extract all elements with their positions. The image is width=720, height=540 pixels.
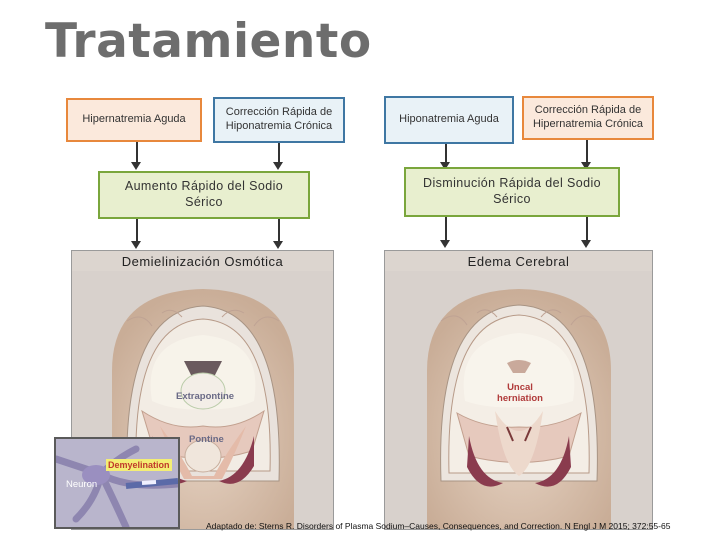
neuron-label: Neuron	[66, 479, 98, 490]
acute-hypernatremia-label: Hipernatremia Aguda	[82, 113, 186, 126]
arrow-head	[273, 162, 283, 170]
neuron-inset: Demyelination Neuron	[54, 437, 180, 529]
arrow-head	[131, 162, 141, 170]
source-caption: Adaptado de: Sterns R. Disorders of Plas…	[206, 521, 671, 531]
arrow-connector	[278, 219, 280, 243]
demyelination-label: Demyelination	[106, 459, 172, 471]
extrapontine-label: Extrapontine	[176, 391, 235, 402]
arrow-head	[131, 241, 141, 249]
arrow-head	[273, 241, 283, 249]
brain-illustration	[385, 271, 652, 529]
acute-hyponatremia-box: Hiponatremia Aguda	[384, 96, 514, 144]
acute-hyponatremia-label: Hiponatremia Aguda	[399, 113, 499, 126]
rapid-correction-hypernatremia-label: Corrección Rápida de Hipernatremia Cróni…	[532, 104, 644, 130]
rapid-sodium-increase-label: Aumento Rápido del Sodio Sérico	[124, 179, 284, 209]
arrow-connector	[136, 142, 138, 164]
cerebral-edema-label: Edema Cerebral	[467, 254, 570, 269]
arrow-head	[581, 240, 591, 248]
rapid-correction-hyponatremia-label: Corrección Rápida de Hiponatremia Crónic…	[225, 106, 333, 132]
cerebral-edema-panel: Edema Cerebral Uncal herniation	[384, 250, 653, 530]
rapid-correction-hyponatremia-box: Corrección Rápida de Hiponatremia Crónic…	[213, 97, 345, 143]
arrow-head	[440, 162, 450, 170]
acute-hypernatremia-box: Hipernatremia Aguda	[66, 98, 202, 142]
neuron-illustration	[56, 439, 178, 527]
rapid-correction-hypernatremia-box: Corrección Rápida de Hipernatremia Cróni…	[522, 96, 654, 140]
arrow-head	[581, 162, 591, 170]
arrow-head	[440, 240, 450, 248]
rapid-sodium-decrease-label: Disminución Rápida del Sodio Sérico	[423, 176, 601, 206]
rapid-sodium-decrease-box: Disminución Rápida del Sodio Sérico	[404, 167, 620, 217]
osmotic-demyelination-label: Demielinización Osmótica	[121, 254, 284, 269]
arrow-connector	[586, 217, 588, 241]
page-title: Tratamiento	[45, 14, 372, 69]
uncal-herniation-label: Uncal herniation	[497, 382, 543, 404]
arrow-connector	[445, 144, 447, 164]
arrow-connector	[445, 217, 447, 241]
rapid-sodium-increase-box: Aumento Rápido del Sodio Sérico	[98, 171, 310, 219]
arrow-connector	[136, 219, 138, 243]
arrow-connector	[586, 140, 588, 164]
arrow-connector	[278, 143, 280, 164]
pontine-label: Pontine	[189, 434, 224, 445]
